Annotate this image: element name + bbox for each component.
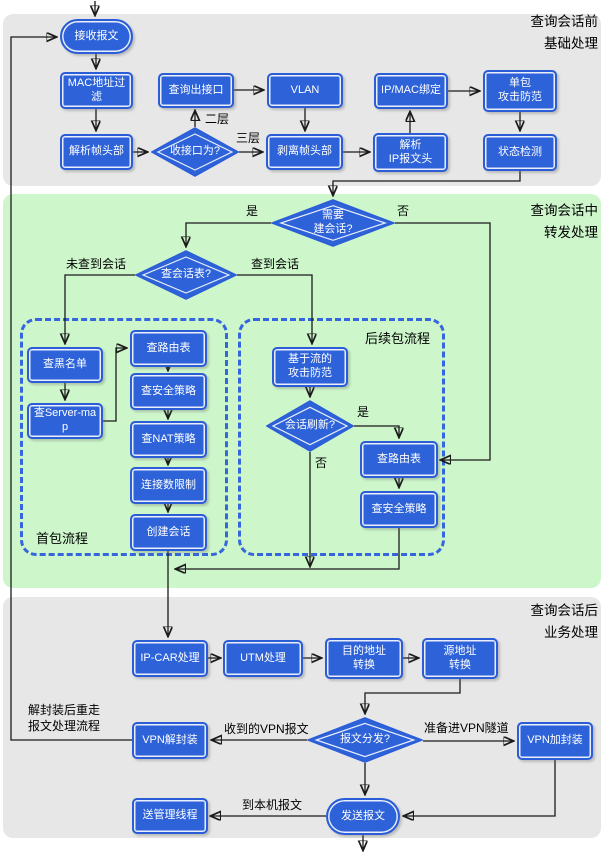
edge-label-refresh-no: 否 xyxy=(315,456,328,470)
node-query-session-table-label: 查会话表? xyxy=(160,268,212,281)
node-session-refresh-decision: 会话刷新? xyxy=(266,400,354,452)
edge-label-layer2: 二层 xyxy=(205,112,230,126)
node-query-out-interface-label: 查询出接口 xyxy=(168,83,224,96)
diamond-shape xyxy=(307,717,423,763)
edge-label-received-vpn: 收到的VPN报文 xyxy=(224,722,309,736)
node-parse-frame-header-label: 解析帧头部 xyxy=(69,145,124,158)
node-check-security-policy-first-label: 查安全策略 xyxy=(141,384,196,397)
node-check-nat-policy: 查NAT策略 xyxy=(130,421,207,458)
diamond-shape xyxy=(135,250,237,300)
node-receive-packet: 接收报文 xyxy=(60,19,133,54)
node-check-nat-policy-label: 查NAT策略 xyxy=(141,432,196,445)
node-check-server-map: 查Server-map xyxy=(27,403,103,439)
edge-label-session-not-found: 未查到会话 xyxy=(66,257,127,271)
node-state-detection: 状态检测 xyxy=(483,134,557,171)
edge-label-decap-note: 解封装后重走 报文处理流程 xyxy=(28,703,101,733)
node-vpn-decapsulation-label: VPN解封装 xyxy=(142,733,198,746)
node-vpn-encapsulation: VPN加封装 xyxy=(517,722,593,760)
edge-label-to-vpn-tunnel: 准备进VPN隧道 xyxy=(424,721,509,735)
node-receive-packet-label: 接收报文 xyxy=(74,29,119,42)
node-check-server-map-label: 查Server-map xyxy=(33,407,97,433)
node-flow-attack-defense-label: 基于流的 攻击防范 xyxy=(288,353,332,379)
node-destination-nat: 目的地址 转换 xyxy=(325,638,403,679)
node-vlan: VLAN xyxy=(267,73,343,108)
node-check-blacklist-label: 查黑名单 xyxy=(43,358,87,371)
node-ip-car-processing: IP-CAR处理 xyxy=(132,640,208,677)
node-strip-frame-header: 剥离帧头部 xyxy=(266,134,343,170)
edge-label-refresh-yes: 是 xyxy=(357,405,370,419)
node-check-routing-table-follow-label: 查路由表 xyxy=(377,452,421,465)
node-create-session: 创建会话 xyxy=(130,514,207,551)
node-flow-attack-defense: 基于流的 攻击防范 xyxy=(272,347,348,387)
diamond-shape xyxy=(266,400,354,452)
section-title-post: 查询会话后 业务处理 xyxy=(530,603,599,640)
node-ip-mac-binding: IP/MAC绑定 xyxy=(374,73,448,109)
section-title-mid: 查询会话中 转发处理 xyxy=(530,203,599,240)
node-need-session-decision: 需要 建会话? xyxy=(271,199,395,247)
node-parse-ip-header: 解析 IP报文头 xyxy=(373,133,448,172)
node-interface-type-decision: 收接口为? xyxy=(151,127,239,177)
node-connection-limit-label: 连接数限制 xyxy=(141,478,196,491)
node-check-routing-table-follow: 查路由表 xyxy=(360,441,438,478)
node-source-nat: 源地址 转换 xyxy=(422,638,498,679)
first-packet-group-label: 首包流程 xyxy=(36,531,89,546)
node-create-session-label: 创建会话 xyxy=(146,525,191,538)
node-connection-limit: 连接数限制 xyxy=(130,467,207,504)
node-query-session-table-decision: 查会话表? xyxy=(135,250,237,300)
edge-label-layer3: 三层 xyxy=(236,131,261,145)
node-vpn-decapsulation: VPN解封装 xyxy=(132,722,208,759)
node-packet-dispatch-decision: 报文分发? xyxy=(307,717,423,763)
node-ip-car-processing-label: IP-CAR处理 xyxy=(140,651,200,664)
diamond-shape xyxy=(271,199,395,247)
node-send-packet-label: 发送报文 xyxy=(341,809,385,822)
node-packet-dispatch-label: 报文分发? xyxy=(339,733,391,746)
follow-packet-group-label: 后续包流程 xyxy=(364,331,430,346)
node-single-packet-defense: 单包 攻击防范 xyxy=(483,70,557,112)
node-single-packet-defense-label: 单包 攻击防范 xyxy=(498,77,542,103)
node-vpn-encapsulation-label: VPN加封装 xyxy=(527,734,583,747)
node-check-security-policy-follow: 查安全策略 xyxy=(360,491,438,528)
node-check-routing-table-first-label: 查路由表 xyxy=(146,341,191,354)
node-check-security-policy-follow-label: 查安全策略 xyxy=(371,502,427,515)
node-interface-type-label: 收接口为? xyxy=(169,145,221,158)
edge-label-session-found: 查到会话 xyxy=(251,257,300,271)
node-state-detection-label: 状态检测 xyxy=(498,145,542,158)
node-management-thread: 送管理线程 xyxy=(132,798,208,834)
section-title-pre: 查询会话前 基础处理 xyxy=(530,14,599,51)
node-utm-processing: UTM处理 xyxy=(223,640,303,677)
node-ip-mac-binding-label: IP/MAC绑定 xyxy=(381,84,441,97)
node-parse-frame-header: 解析帧头部 xyxy=(60,134,133,170)
node-mac-filter-label: MAC地址过滤 xyxy=(67,76,126,103)
node-utm-processing-label: UTM处理 xyxy=(240,651,286,664)
node-strip-frame-header-label: 剥离帧头部 xyxy=(277,145,332,158)
node-parse-ip-header-label: 解析 IP报文头 xyxy=(388,138,433,165)
node-destination-nat-label: 目的地址 转换 xyxy=(342,644,386,671)
edge-label-need-yes: 是 xyxy=(246,204,259,218)
node-mac-filter: MAC地址过滤 xyxy=(60,72,133,109)
edge-label-need-no: 否 xyxy=(397,204,410,218)
node-need-session-label: 需要 建会话? xyxy=(313,209,353,235)
node-check-routing-table-first: 查路由表 xyxy=(130,330,207,367)
edge-label-to-local: 到本机报文 xyxy=(242,798,303,812)
node-send-packet: 发送报文 xyxy=(326,798,400,835)
node-query-out-interface: 查询出接口 xyxy=(158,73,234,108)
node-check-blacklist: 查黑名单 xyxy=(27,347,103,383)
diamond-shape xyxy=(151,127,239,177)
node-source-nat-label: 源地址 转换 xyxy=(443,644,477,671)
node-vlan-label: VLAN xyxy=(290,83,320,96)
node-session-refresh-label: 会话刷新? xyxy=(284,419,336,432)
node-check-security-policy-first: 查安全策略 xyxy=(130,373,207,410)
node-management-thread-label: 送管理线程 xyxy=(142,809,198,822)
